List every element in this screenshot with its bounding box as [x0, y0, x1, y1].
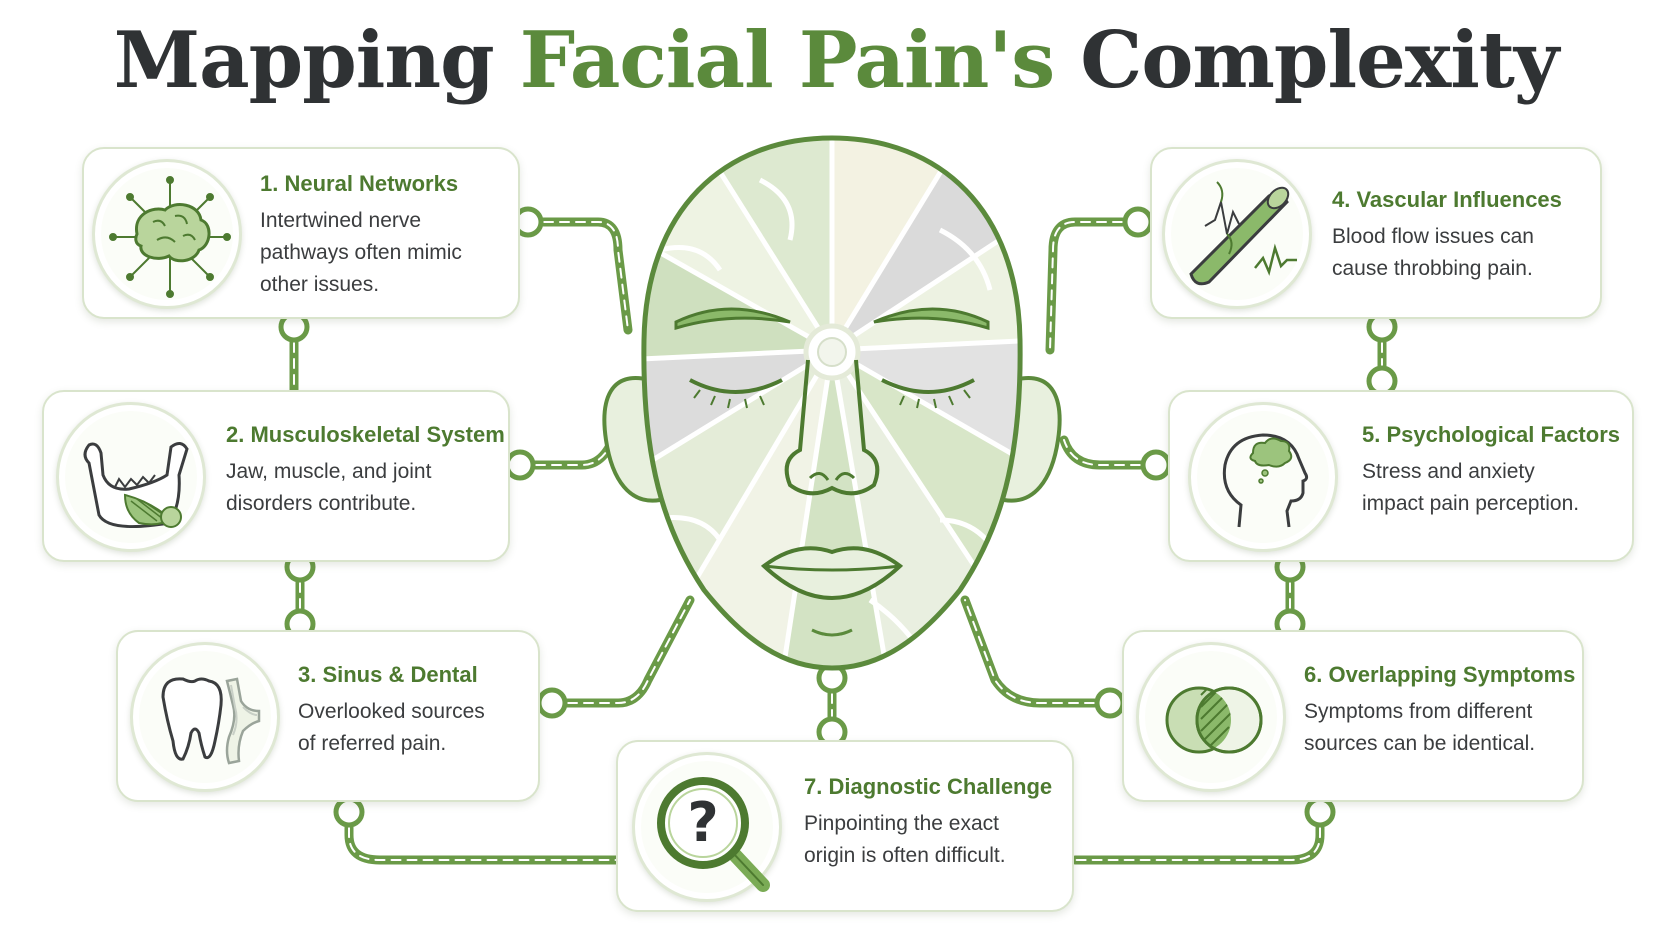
card-description: Jaw, muscle, and joint disorders contrib…	[226, 456, 431, 520]
card-line: sources can be identical.	[1304, 732, 1536, 755]
card-description: Stress and anxiety impact pain perceptio…	[1362, 456, 1579, 520]
head-cloud-icon	[1188, 402, 1338, 552]
card-line: pathways often mimic	[260, 241, 462, 264]
card-title: 2. Musculoskeletal System	[226, 422, 505, 447]
card-line: origin is often difficult.	[804, 844, 1006, 867]
card-line: Intertwined nerve	[260, 209, 422, 232]
card-description: Intertwined nerve pathways often mimic o…	[260, 205, 462, 301]
card-description: Blood flow issues can cause throbbing pa…	[1332, 221, 1534, 285]
card-description: Overlooked sources of referred pain.	[298, 696, 485, 760]
card-line: Symptoms from different	[1304, 700, 1533, 723]
card-diagnostic-challenge: ? 7. Diagnostic Challenge Pinpointing th…	[616, 740, 1074, 912]
card-line: of referred pain.	[298, 732, 447, 755]
card-line: Jaw, muscle, and joint	[226, 460, 432, 483]
svg-text:?: ?	[687, 791, 718, 854]
card-psychological-factors: 5. Psychological Factors Stress and anxi…	[1168, 390, 1634, 562]
card-line: Blood flow issues can	[1332, 225, 1534, 248]
magnifier-question-icon: ?	[632, 752, 782, 902]
card-title: 4. Vascular Influences	[1332, 187, 1562, 212]
card-line: disorders contribute.	[226, 492, 417, 515]
title-part-2: Facial Pain's	[519, 15, 1055, 106]
title-part-1: Mapping	[113, 15, 520, 106]
card-overlapping-symptoms: 6. Overlapping Symptoms Symptoms from di…	[1122, 630, 1584, 802]
card-title: 7. Diagnostic Challenge	[804, 774, 1053, 799]
card-line: Pinpointing the exact	[804, 812, 999, 835]
card-description: Pinpointing the exact origin is often di…	[804, 808, 1006, 872]
venn-overlap-icon	[1136, 642, 1286, 792]
card-sinus-dental: 3. Sinus & Dental Overlooked sources of …	[116, 630, 540, 802]
blood-vessel-icon	[1162, 159, 1312, 309]
card-title: 5. Psychological Factors	[1362, 422, 1620, 447]
card-line: Overlooked sources	[298, 700, 485, 723]
card-title: 6. Overlapping Symptoms	[1304, 662, 1576, 687]
card-neural-networks: 1. Neural Networks Intertwined nerve pat…	[82, 147, 520, 319]
card-line: other issues.	[260, 273, 380, 296]
brain-neurons-icon	[92, 159, 242, 309]
card-musculoskeletal-system: 2. Musculoskeletal System Jaw, muscle, a…	[42, 390, 510, 562]
card-description: Symptoms from different sources can be i…	[1304, 696, 1535, 760]
jaw-bone-icon	[56, 402, 206, 552]
tooth-sinus-icon	[130, 642, 280, 792]
card-vascular-influences: 4. Vascular Influences Blood flow issues…	[1150, 147, 1602, 319]
card-line: Stress and anxiety	[1362, 460, 1535, 483]
card-line: cause throbbing pain.	[1332, 257, 1533, 280]
title-part-3: Complexity	[1054, 15, 1559, 106]
card-title: 3. Sinus & Dental	[298, 662, 478, 687]
page-title: Mapping Facial Pain's Complexity	[0, 18, 1672, 104]
card-title: 1. Neural Networks	[260, 171, 459, 196]
card-line: impact pain perception.	[1362, 492, 1580, 515]
